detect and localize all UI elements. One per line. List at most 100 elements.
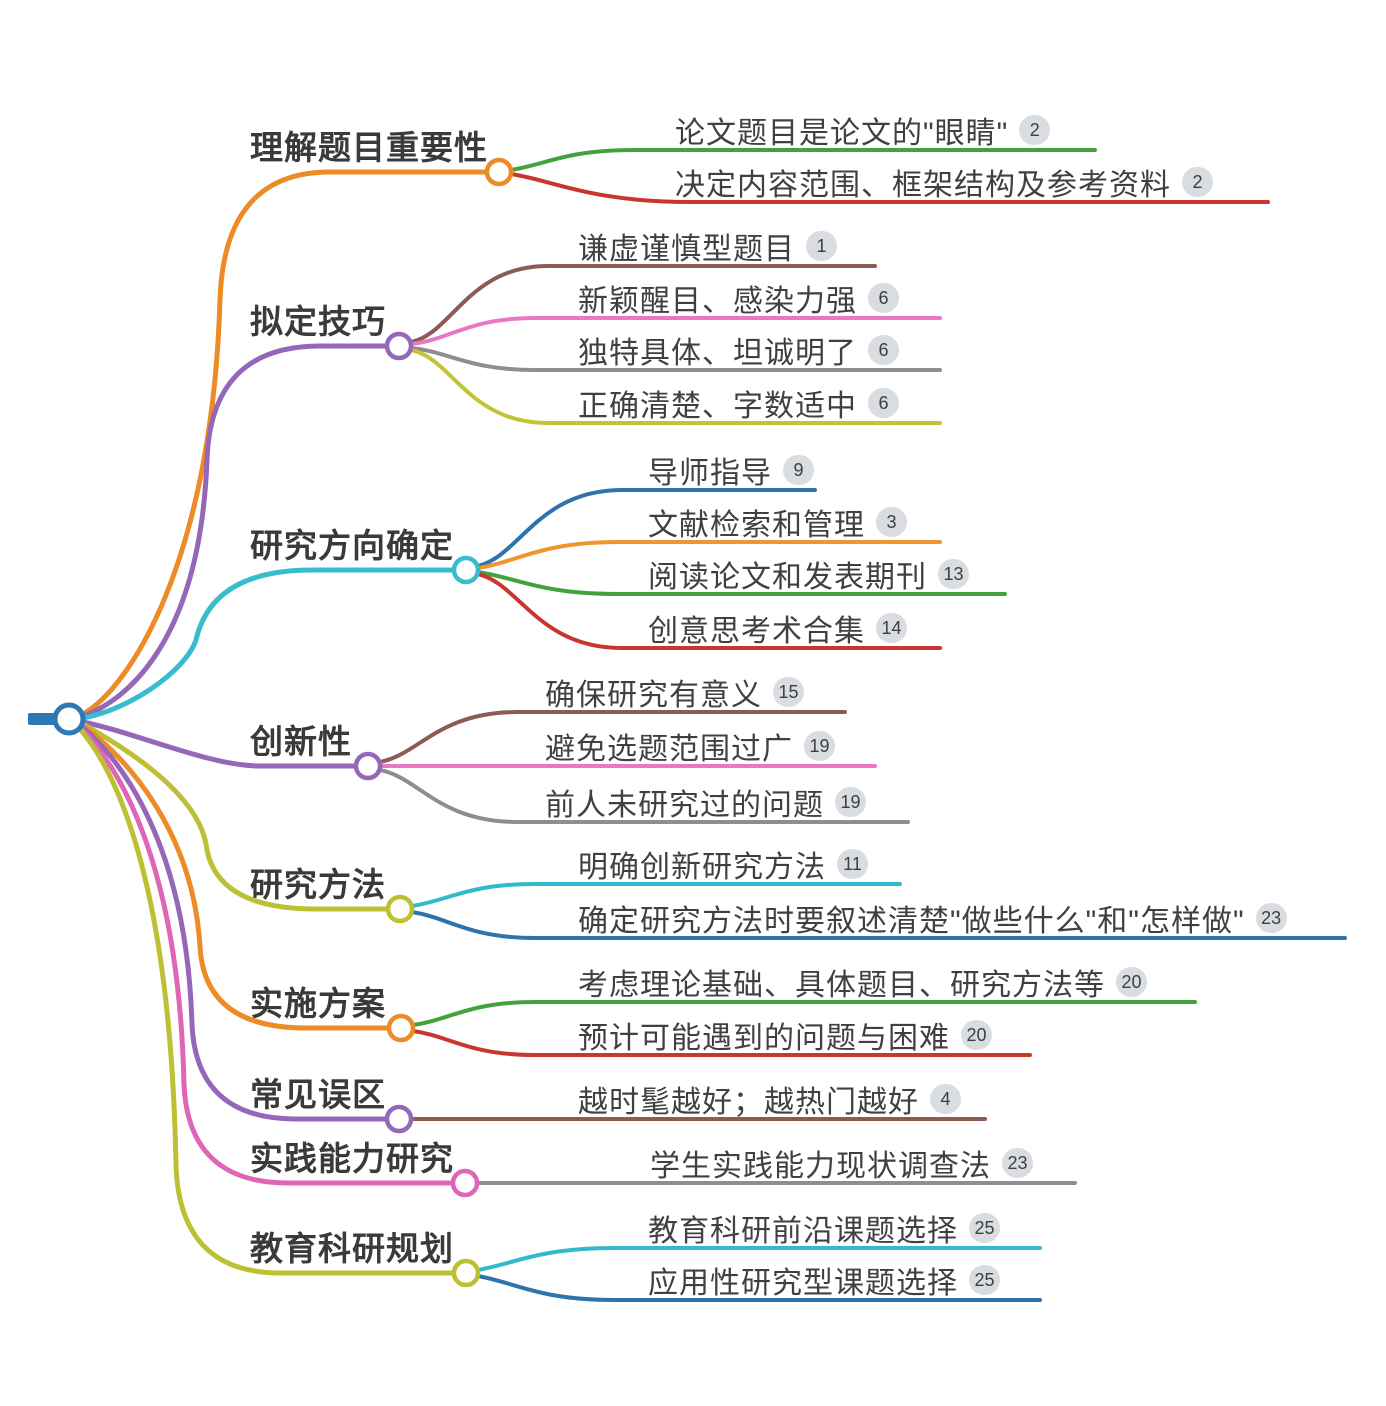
leaf-node[interactable]: 教育科研前沿课题选择 25 bbox=[648, 1206, 1000, 1250]
count-badge: 15 bbox=[773, 677, 804, 707]
topic-node-education-research-planning[interactable]: 教育科研规划 bbox=[250, 1230, 454, 1267]
count-badge: 1 bbox=[806, 231, 837, 261]
topic-node-implementation-plan[interactable]: 实施方案 bbox=[250, 985, 386, 1022]
branch-line-topic-4 bbox=[80, 719, 359, 769]
topic-node-circle-1[interactable] bbox=[484, 157, 514, 187]
count-badge: 6 bbox=[868, 335, 899, 365]
count-badge: 11 bbox=[837, 849, 868, 879]
count-badge: 19 bbox=[804, 731, 835, 761]
leaf-node[interactable]: 阅读论文和发表期刊 13 bbox=[648, 552, 969, 596]
leaf-node[interactable]: 预计可能遇到的问题与困难 20 bbox=[578, 1013, 992, 1057]
branch-line-topic-1 bbox=[80, 169, 490, 717]
count-badge: 25 bbox=[969, 1265, 1000, 1295]
leaf-line-6-2 bbox=[411, 1029, 1032, 1057]
topic-node-circle-9[interactable] bbox=[451, 1258, 481, 1288]
leaf-label: 预计可能遇到的问题与困难 bbox=[578, 1022, 950, 1055]
topic-node-understand-title-importance[interactable]: 理解题目重要性 bbox=[250, 129, 488, 166]
leaf-label: 考虑理论基础、具体题目、研究方法等 bbox=[578, 969, 1105, 1002]
leaf-label: 前人未研究过的问题 bbox=[545, 789, 824, 822]
leaf-label: 正确清楚、字数适中 bbox=[578, 390, 857, 423]
topic-node-circle-6[interactable] bbox=[386, 1013, 416, 1043]
leaf-label: 避免选题范围过广 bbox=[545, 733, 793, 766]
leaf-node[interactable]: 独特具体、坦诚明了 6 bbox=[578, 328, 899, 372]
leaf-node[interactable]: 论文题目是论文的"眼睛" 2 bbox=[675, 108, 1051, 152]
count-badge: 13 bbox=[938, 559, 969, 589]
branch-line-topic-5 bbox=[80, 721, 391, 912]
leaf-node[interactable]: 越时髦越好；越热门越好 4 bbox=[578, 1077, 961, 1121]
count-badge: 6 bbox=[868, 388, 899, 418]
count-badge: 9 bbox=[783, 455, 814, 485]
leaf-label: 确保研究有意义 bbox=[545, 679, 762, 712]
leaf-line-2-4 bbox=[409, 348, 942, 425]
leaf-node[interactable]: 前人未研究过的问题 19 bbox=[545, 780, 866, 824]
leaf-label: 独特具体、坦诚明了 bbox=[578, 337, 857, 370]
leaf-node[interactable]: 确定研究方法时要叙述清楚"做些什么"和"怎样做" 23 bbox=[578, 896, 1287, 940]
leaf-node[interactable]: 考虑理论基础、具体题目、研究方法等 20 bbox=[578, 960, 1147, 1004]
leaf-line-6-1 bbox=[411, 1000, 1197, 1027]
count-badge: 2 bbox=[1019, 115, 1051, 145]
leaf-line-2-1 bbox=[409, 264, 877, 344]
leaf-label: 阅读论文和发表期刊 bbox=[648, 561, 927, 594]
leaf-node[interactable]: 谦虚谨慎型题目 1 bbox=[578, 224, 837, 268]
topic-node-circle-8[interactable] bbox=[450, 1168, 480, 1198]
leaf-label: 决定内容范围、框架结构及参考资料 bbox=[675, 169, 1171, 202]
leaf-line-3-2 bbox=[476, 540, 942, 570]
leaf-label: 导师指导 bbox=[648, 457, 772, 490]
topic-node-circle-7[interactable] bbox=[384, 1104, 414, 1134]
topic-node-practical-ability-research[interactable]: 实践能力研究 bbox=[250, 1140, 454, 1177]
count-badge: 2 bbox=[1182, 167, 1213, 197]
leaf-node[interactable]: 创意思考术合集 14 bbox=[648, 606, 907, 650]
leaf-label: 明确创新研究方法 bbox=[578, 851, 826, 884]
count-badge: 4 bbox=[930, 1084, 961, 1114]
count-badge: 23 bbox=[1002, 1148, 1033, 1178]
topic-node-circle-5[interactable] bbox=[385, 894, 415, 924]
count-badge: 14 bbox=[876, 613, 907, 643]
topic-node-research-methods[interactable]: 研究方法 bbox=[250, 866, 386, 903]
leaf-label: 论文题目是论文的"眼睛" bbox=[675, 117, 1009, 150]
count-badge: 19 bbox=[835, 787, 866, 817]
topic-node-circle-2[interactable] bbox=[384, 331, 414, 361]
count-badge: 20 bbox=[1116, 967, 1147, 997]
count-badge: 23 bbox=[1255, 903, 1287, 933]
branch-line-topic-8 bbox=[78, 725, 456, 1186]
leaf-line-9-2 bbox=[476, 1274, 1042, 1302]
leaf-label: 创意思考术合集 bbox=[648, 615, 865, 648]
leaf-line-3-3 bbox=[476, 570, 1007, 596]
leaf-label: 越时髦越好；越热门越好 bbox=[578, 1086, 919, 1119]
leaf-node[interactable]: 决定内容范围、框架结构及参考资料 2 bbox=[675, 160, 1213, 204]
branch-line-topic-7 bbox=[79, 724, 390, 1122]
branch-line-topic-9 bbox=[77, 726, 457, 1276]
leaf-label: 谦虚谨慎型题目 bbox=[578, 233, 795, 266]
count-badge: 25 bbox=[969, 1213, 1000, 1243]
topic-node-common-misconceptions[interactable]: 常见误区 bbox=[250, 1076, 386, 1113]
leaf-label: 确定研究方法时要叙述清楚"做些什么"和"怎样做" bbox=[578, 905, 1245, 938]
leaf-node[interactable]: 避免选题范围过广 19 bbox=[545, 724, 835, 768]
leaf-line-5-2 bbox=[410, 910, 1347, 940]
topic-node-circle-4[interactable] bbox=[353, 751, 383, 781]
leaf-label: 教育科研前沿课题选择 bbox=[648, 1215, 958, 1248]
topic-node-innovation[interactable]: 创新性 bbox=[250, 723, 352, 760]
leaf-node[interactable]: 确保研究有意义 15 bbox=[545, 670, 804, 714]
topic-node-research-direction[interactable]: 研究方向确定 bbox=[250, 527, 454, 564]
leaf-line-1-1 bbox=[509, 148, 1097, 172]
root-stub bbox=[28, 713, 56, 725]
leaf-line-3-4 bbox=[476, 572, 942, 650]
count-badge: 20 bbox=[961, 1020, 992, 1050]
leaf-line-2-3 bbox=[409, 346, 942, 372]
leaf-line-1-2 bbox=[509, 172, 1270, 204]
leaf-label: 文献检索和管理 bbox=[648, 509, 865, 542]
topic-node-circle-3[interactable] bbox=[451, 555, 481, 585]
leaf-node[interactable]: 导师指导 9 bbox=[648, 448, 814, 492]
root-node-circle[interactable] bbox=[52, 702, 86, 736]
branch-line-topic-3 bbox=[80, 567, 457, 721]
leaf-node[interactable]: 正确清楚、字数适中 6 bbox=[578, 381, 899, 425]
leaf-line-4-1 bbox=[378, 710, 847, 764]
branch-line-topic-6 bbox=[80, 723, 392, 1031]
leaf-node[interactable]: 明确创新研究方法 11 bbox=[578, 842, 868, 886]
topic-node-drafting-skills[interactable]: 拟定技巧 bbox=[250, 303, 386, 340]
